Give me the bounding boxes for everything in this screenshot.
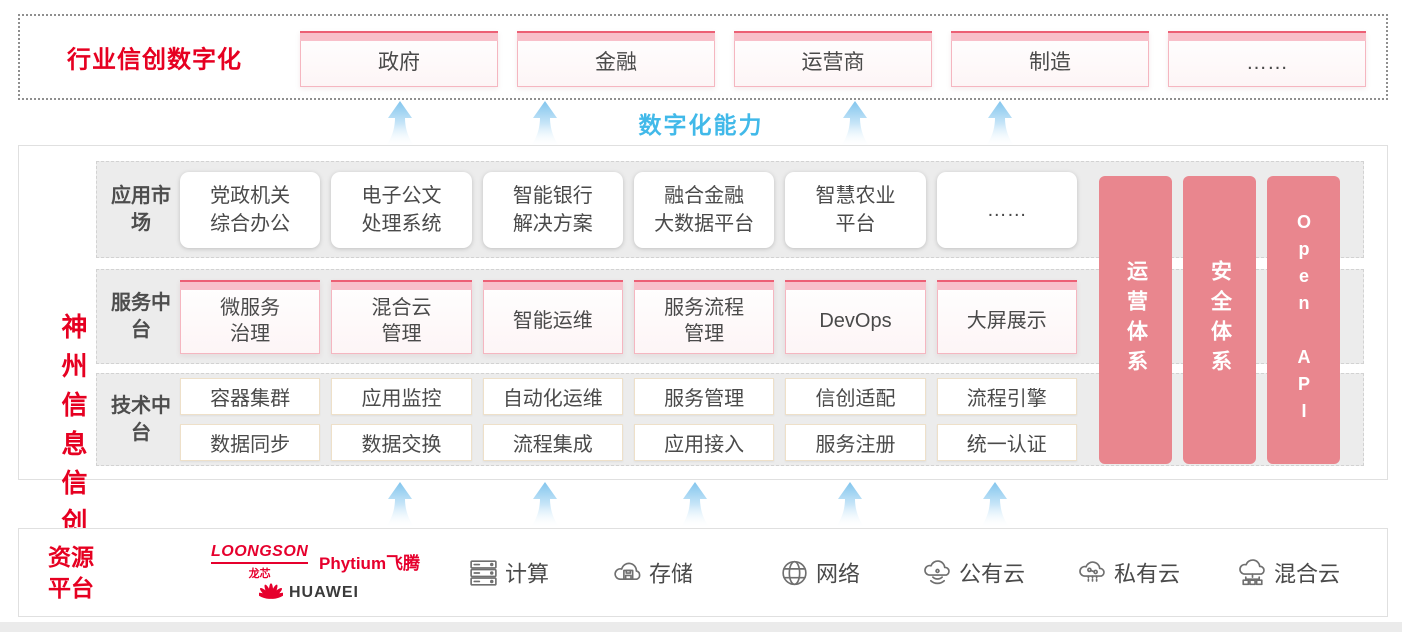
row-label: 技术中台 (111, 394, 171, 444)
server-icon (467, 556, 500, 589)
service-box: 智能运维 (482, 279, 624, 354)
resource-label: 网络 (816, 561, 861, 587)
industry-box: …… (1168, 31, 1366, 87)
tech-box-list-top: 容器集群应用监控自动化运维服务管理信创适配流程引擎 (180, 378, 1077, 415)
network-globe-icon (778, 556, 811, 589)
resource-label: 公有云 (959, 561, 1026, 587)
industry-box-list: 政府金融运营商制造 …… (300, 31, 1366, 87)
tech-box: 数据交换 (331, 424, 472, 461)
huawei-wordmark: HUAWEI (289, 584, 359, 601)
loongson-cn-label: 龙芯 (248, 568, 271, 580)
resource-title: 资源 平台 (48, 543, 94, 601)
loongson-wordmark: LOONGSON (211, 543, 309, 564)
industry-banner: 行业信创数字化 政府金融运营商制造 …… (18, 14, 1388, 100)
app-market-row: 应用市场 党政机关 综合办公电子公文 处理系统智能银行 解决方案融合金融 大数据… (96, 161, 1364, 258)
capability-label: 数字化能力 (638, 112, 764, 138)
up-arrow-icon (530, 482, 560, 528)
storage-cloud-icon (611, 556, 644, 589)
tech-box: 流程引擎 (936, 378, 1077, 415)
resource-panel: 资源 平台 LOONGSON 龙芯 Phytium飞腾 HUAWEI (18, 528, 1388, 617)
industry-box: 金融 (517, 31, 715, 87)
tech-box: 流程集成 (482, 424, 623, 461)
tech-box: 自动化运维 (482, 378, 623, 415)
up-arrow-icon (835, 482, 865, 528)
service-box: DevOps (785, 279, 926, 354)
tech-box: 应用接入 (633, 424, 775, 461)
resource-label: 存储 (649, 561, 694, 587)
platform-panel: 神州信息信创云 应用市场 党政机关 综合办公电子公文 处理系统智能银行 解决方案… (18, 145, 1388, 586)
app-box: 智慧农业 平台 (785, 171, 926, 248)
row-label: 服务中台 (111, 291, 171, 341)
pillar-open-api: Open API (1267, 176, 1340, 464)
resource-item-storage: 存储 (611, 556, 693, 589)
up-arrow-icon (680, 482, 710, 528)
app-box: 电子公文 处理系统 (331, 171, 472, 248)
industry-box: 制造 (951, 31, 1149, 87)
industry-box: 政府 (300, 31, 498, 87)
public-cloud-icon (921, 556, 954, 589)
phytium-logo: Phytium飞腾 (319, 554, 421, 573)
pillar-operation-system: 运营体系 (1099, 176, 1172, 464)
app-box: 智能银行 解决方案 (482, 171, 623, 248)
app-box: …… (936, 171, 1077, 248)
row-label: 应用市场 (111, 184, 171, 234)
resource-label: 混合云 (1274, 561, 1341, 587)
resource-item-private-cloud: 私有云 (1076, 556, 1180, 589)
resource-item-hybrid-cloud: 混合云 (1236, 556, 1340, 589)
up-arrow-icon (530, 101, 560, 147)
service-box: 大屏展示 (936, 279, 1078, 354)
service-box: 微服务 治理 (180, 279, 321, 354)
huawei-logo: HUAWEI (259, 583, 359, 603)
tech-box-list-bottom: 数据同步数据交换流程集成应用接入服务注册统一认证 (180, 424, 1077, 461)
app-box: 党政机关 综合办公 (180, 171, 321, 248)
tech-platform-row: 技术中台 容器集群应用监控自动化运维服务管理信创适配流程引擎 数据同步数据交换流… (96, 373, 1364, 466)
hybrid-cloud-icon (1236, 556, 1269, 589)
service-box: 混合云 管理 (331, 279, 472, 354)
up-arrow-icon (985, 101, 1015, 147)
tech-box: 统一认证 (936, 424, 1077, 461)
up-arrow-icon (980, 482, 1010, 528)
resource-label: 计算 (505, 561, 550, 587)
tech-box: 服务注册 (785, 424, 926, 461)
footer-strip (0, 622, 1402, 632)
resource-label: 私有云 (1114, 561, 1181, 587)
up-arrow-icon (385, 101, 415, 147)
huawei-flower-icon (259, 583, 283, 603)
app-box-list: 党政机关 综合办公电子公文 处理系统智能银行 解决方案融合金融 大数据平台智慧农… (180, 162, 1077, 257)
pillar-security-system: 安全体系 (1183, 176, 1256, 464)
up-arrow-icon (840, 101, 870, 147)
tech-box: 数据同步 (180, 424, 321, 461)
resource-item-network: 网络 (778, 556, 860, 589)
loongson-logo: LOONGSON 龙芯 (211, 543, 309, 581)
industry-box: 运营商 (734, 31, 932, 87)
resource-item-compute: 计算 (467, 556, 549, 589)
tech-box: 容器集群 (180, 378, 321, 415)
tech-box: 服务管理 (633, 378, 775, 415)
tech-box: 信创适配 (785, 378, 926, 415)
up-arrow-icon (385, 482, 415, 528)
app-box: 融合金融 大数据平台 (633, 171, 775, 248)
tech-box: 应用监控 (331, 378, 472, 415)
private-cloud-icon (1076, 556, 1109, 589)
resource-item-public-cloud: 公有云 (921, 556, 1025, 589)
banner-title: 行业信创数字化 (67, 46, 242, 74)
service-box: 服务流程 管理 (633, 279, 775, 354)
tech-box-grid: 容器集群应用监控自动化运维服务管理信创适配流程引擎 数据同步数据交换流程集成应用… (180, 374, 1077, 465)
